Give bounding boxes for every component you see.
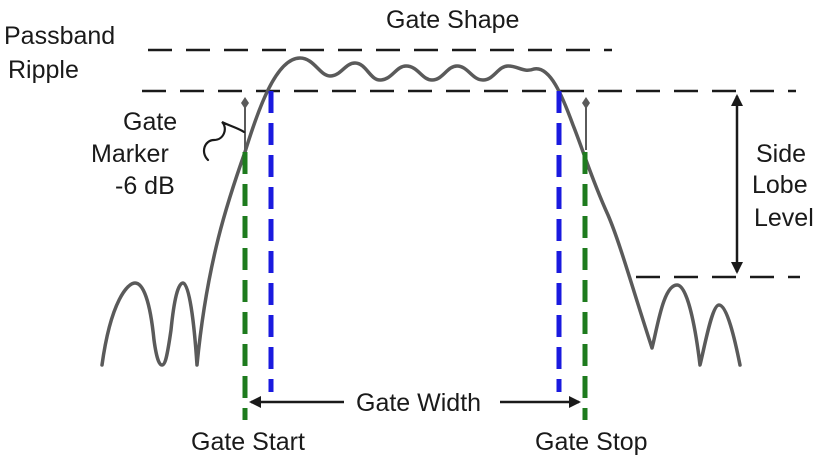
- gate-marker-right-diamond: [582, 97, 590, 109]
- gate-start-label: Gate Start: [191, 428, 305, 456]
- side-label: Side: [756, 140, 806, 168]
- gate-marker-leader: [202, 121, 246, 162]
- passband-label: Passband: [4, 22, 115, 50]
- gate-shape-label: Gate Shape: [386, 6, 519, 34]
- gate-marker-left-diamond: [241, 97, 249, 109]
- gate-marker-db-label: -6 dB: [115, 172, 175, 200]
- gate-stop-label: Gate Stop: [535, 428, 648, 456]
- ripple-label: Ripple: [8, 56, 79, 84]
- level-label: Level: [754, 204, 814, 232]
- gate-width-label: Gate Width: [356, 389, 481, 417]
- gate-shape-curve: [100, 56, 742, 367]
- lobe-label: Lobe: [752, 171, 808, 199]
- gate-marker-marker-label: Marker: [91, 140, 169, 168]
- gate-marker-gate-label: Gate: [123, 108, 177, 136]
